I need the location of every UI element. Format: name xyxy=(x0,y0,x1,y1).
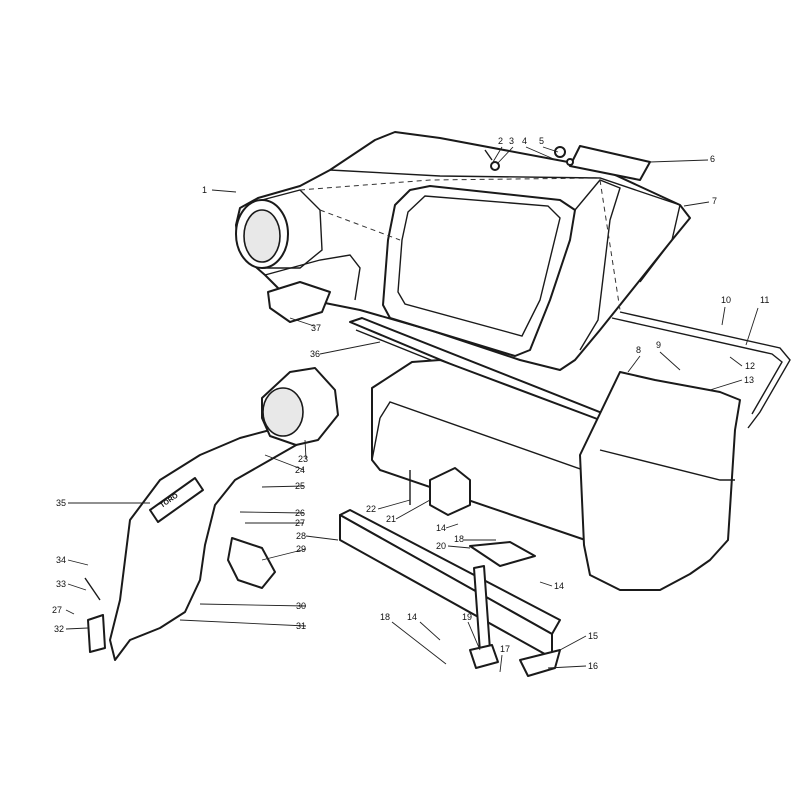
callout-2: 2 xyxy=(498,136,503,146)
callout-15: 15 xyxy=(588,631,598,641)
callout-22: 22 xyxy=(366,504,376,514)
leader-line xyxy=(289,317,315,327)
callout-30: 30 xyxy=(296,601,306,611)
latch-15 xyxy=(519,649,561,677)
callout-12: 12 xyxy=(745,361,755,371)
callout-5: 5 xyxy=(539,136,544,146)
callout-11: 11 xyxy=(760,295,769,305)
leader-line xyxy=(305,535,339,541)
callout-9: 9 xyxy=(656,340,661,350)
leader-line xyxy=(395,499,431,520)
callout-labels: 1 2 3 4 5 6 7 8 9 10 11 12 13 14 14 14 1… xyxy=(52,136,769,671)
leader-line xyxy=(261,485,305,488)
leader-line xyxy=(649,159,709,163)
hitch-assembly xyxy=(409,467,471,516)
leader-line xyxy=(547,665,587,669)
callout-25: 25 xyxy=(295,481,305,491)
latch-assembly-left xyxy=(84,577,106,653)
leader-line xyxy=(239,511,305,514)
callout-13: 13 xyxy=(744,375,754,385)
callout-14a: 14 xyxy=(436,523,446,533)
bracket-29 xyxy=(227,537,276,589)
callout-24: 24 xyxy=(295,465,305,475)
callout-26: 26 xyxy=(295,508,305,518)
leader-line xyxy=(391,621,447,665)
leader-line xyxy=(467,621,481,651)
leader-line xyxy=(65,609,75,615)
leader-line xyxy=(211,189,237,193)
callout-27a: 27 xyxy=(295,518,305,528)
discharge-chute: TORO xyxy=(109,367,339,661)
callout-35: 35 xyxy=(56,498,66,508)
leader-line xyxy=(377,499,411,510)
callout-7: 7 xyxy=(712,196,717,206)
callout-1: 1 xyxy=(202,185,207,195)
callout-3: 3 xyxy=(509,136,514,146)
bag-top-cover xyxy=(235,131,691,371)
bracket-37 xyxy=(267,281,331,323)
decal-6 xyxy=(569,145,651,181)
callout-10: 10 xyxy=(721,295,731,305)
grass-bag-8 xyxy=(579,371,741,591)
callout-16: 16 xyxy=(588,661,598,671)
leader-line xyxy=(67,583,87,591)
callout-20: 20 xyxy=(436,541,446,551)
callout-23: 23 xyxy=(298,454,308,464)
leader-line xyxy=(319,341,381,355)
callout-32: 32 xyxy=(54,624,64,634)
leader-line xyxy=(729,356,743,367)
callout-28: 28 xyxy=(296,531,306,541)
bracket-20 xyxy=(469,541,536,567)
callout-18b: 18 xyxy=(380,612,390,622)
leader-line xyxy=(199,603,307,607)
leader-line xyxy=(492,146,503,163)
callout-18a: 18 xyxy=(454,534,464,544)
leader-line xyxy=(496,146,514,165)
leader-line xyxy=(709,379,743,391)
leader-line xyxy=(65,627,89,630)
channel-28 xyxy=(339,509,561,659)
leader-line xyxy=(499,654,503,673)
callout-33: 33 xyxy=(56,579,66,589)
callout-34: 34 xyxy=(56,555,66,565)
callout-leaders xyxy=(65,146,759,673)
leader-line xyxy=(627,355,641,373)
support-rod xyxy=(469,565,499,669)
leader-line xyxy=(419,621,441,641)
leader-line xyxy=(445,523,459,529)
leader-line xyxy=(304,439,307,460)
callout-27b: 27 xyxy=(52,605,62,615)
callout-14c: 14 xyxy=(407,612,417,622)
leader-line xyxy=(659,351,681,371)
callout-19: 19 xyxy=(462,612,472,622)
callout-6: 6 xyxy=(710,154,715,164)
callout-8: 8 xyxy=(636,345,641,355)
leader-line xyxy=(745,307,759,346)
leader-line xyxy=(683,201,710,207)
callout-4: 4 xyxy=(522,136,527,146)
callout-36: 36 xyxy=(310,349,320,359)
leader-line xyxy=(559,635,587,651)
leader-line xyxy=(264,454,305,471)
leader-line xyxy=(721,306,726,326)
leader-line xyxy=(542,146,559,153)
callout-17: 17 xyxy=(500,644,510,654)
callout-31: 31 xyxy=(296,621,306,631)
leader-line xyxy=(67,559,89,566)
leader-line xyxy=(539,581,553,587)
callout-29: 29 xyxy=(296,544,306,554)
leader-line xyxy=(525,146,557,161)
callout-14b: 14 xyxy=(554,581,564,591)
leader-line xyxy=(261,548,307,561)
leader-line xyxy=(179,619,307,627)
callout-37: 37 xyxy=(311,323,321,333)
leader-line xyxy=(447,545,471,549)
callout-21: 21 xyxy=(386,514,396,524)
